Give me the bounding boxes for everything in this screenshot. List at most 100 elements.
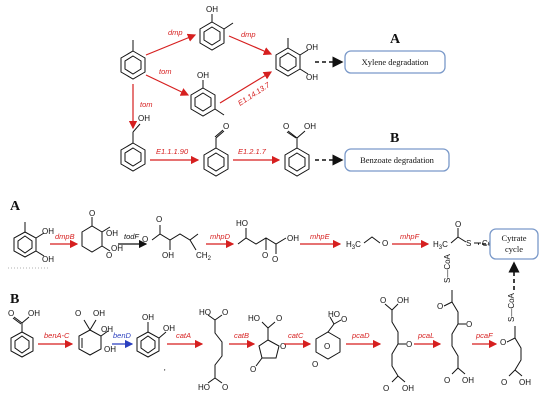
enzyme-dmpb: dmpB xyxy=(55,232,75,241)
benzaldehyde-structure: O xyxy=(203,122,229,177)
benzoate-box-label: Benzoate degradation xyxy=(360,155,435,165)
enzyme-bend: benD xyxy=(113,331,132,340)
o-label: O xyxy=(444,376,450,385)
enzyme-tom: tom xyxy=(140,100,153,109)
oh-label: OH xyxy=(111,244,123,253)
a-hydroxyoxopentanoate: HO O O OH xyxy=(236,219,299,264)
enzyme-cata: catA xyxy=(176,331,191,340)
section-label-b: B xyxy=(390,131,399,146)
xylene-box xyxy=(344,50,446,74)
xylene-box-label: Xylene degradation xyxy=(362,57,430,67)
b-cis-cis-muconate: HO O HO O xyxy=(198,308,228,392)
section-label-a: A xyxy=(10,199,21,214)
o-label: O xyxy=(500,338,506,347)
a-methylcatechol: OH OH xyxy=(8,222,54,269)
a-acetaldehyde: H3C O xyxy=(346,236,388,251)
enzyme-e1-1-1-90: E1.1.1.90 xyxy=(156,147,189,156)
a-hydroxypentadienoate: O O OH CH2 xyxy=(142,215,212,262)
o-label: O xyxy=(222,308,228,317)
ho-label: HO xyxy=(236,219,248,228)
oh-label: OH xyxy=(197,71,209,80)
ho-label: HO xyxy=(199,308,211,317)
enzyme-dmp: dmp xyxy=(168,28,183,37)
o-label: O xyxy=(8,309,14,318)
b-oxoadipyl-coa: S—CoA O O O OH xyxy=(437,253,474,385)
oh-label: OH xyxy=(306,43,318,52)
o-label: O xyxy=(262,251,268,260)
o-label: O xyxy=(250,365,256,374)
h3c-label: H3C xyxy=(346,240,361,251)
m-cresol-structure: OH xyxy=(190,71,225,117)
o-label: O xyxy=(223,122,229,131)
oh-label: OH xyxy=(142,313,154,322)
oh-label: OH xyxy=(162,251,174,260)
oh-label: OH xyxy=(104,345,116,354)
o-label: O xyxy=(222,383,228,392)
o-label: O xyxy=(283,122,289,131)
o-label: O xyxy=(406,340,412,349)
b-oxoadipate: O OH O O OH xyxy=(380,296,414,393)
oh-label: OH xyxy=(101,325,113,334)
enzyme-mhpf: mhpF xyxy=(400,232,420,241)
enzyme-pcad: pcaD xyxy=(351,331,370,340)
o-cresol-structure: OH xyxy=(199,5,234,51)
b-succinyl-coa: S—CoA O O OH xyxy=(500,292,531,387)
b-enol-lactone: HO O O O xyxy=(312,310,347,369)
o-label: O xyxy=(466,320,472,329)
b-muconolactone: HO O O O xyxy=(248,314,286,374)
b-catechol: OH OH ' xyxy=(136,313,175,377)
o-label: O xyxy=(106,251,112,260)
h3c-label: H3C xyxy=(433,240,448,251)
enzyme-tom: tom xyxy=(159,67,172,76)
arrow-dmp-2 xyxy=(228,35,273,56)
enzyme-catc: catC xyxy=(288,331,304,340)
enzyme-catb: catB xyxy=(234,331,249,340)
cytrate-box-label-line1: Cytrate xyxy=(501,233,526,243)
oh-label: OH xyxy=(206,5,218,14)
o-label: O xyxy=(341,315,347,324)
o-label: O xyxy=(156,215,162,224)
a-ring-fission-product: O OH O OH xyxy=(81,209,123,260)
oh-label: OH xyxy=(462,376,474,385)
section-label-a: A xyxy=(390,32,401,47)
enzyme-dmp: dmp xyxy=(241,30,256,39)
o-label: O xyxy=(272,255,278,264)
o-label: O xyxy=(276,314,282,323)
arrow-dmp-1 xyxy=(145,33,197,56)
oh-label: OH xyxy=(42,227,54,236)
oh-label: OH xyxy=(93,309,105,318)
ho-label: HO xyxy=(328,310,340,319)
benzoate-box xyxy=(344,148,450,172)
enzyme-pcaf: pcaF xyxy=(475,331,493,340)
s-coa-label: S—CoA xyxy=(507,292,516,322)
cytrate-box xyxy=(489,228,539,260)
enzyme-todf: todF xyxy=(124,232,139,241)
oh-label: OH xyxy=(287,234,299,243)
ho-label: HO xyxy=(248,314,260,323)
o-label: O xyxy=(142,235,148,244)
o-label: O xyxy=(312,360,318,369)
o-label: O xyxy=(501,378,507,387)
enzyme-mhpe: mhpE xyxy=(310,232,331,241)
oh-label: OH xyxy=(519,378,531,387)
s-label: S xyxy=(466,239,471,248)
oh-label: OH xyxy=(402,384,414,393)
s-coa-label: S—CoA xyxy=(443,253,452,283)
oh-label: OH xyxy=(28,309,40,318)
arrow-e1-14 xyxy=(219,71,273,104)
toluene-structure xyxy=(120,40,146,80)
oh-label: OH xyxy=(304,122,316,131)
cytrate-box-label-line2: cycle xyxy=(505,244,523,254)
o-label: O xyxy=(455,220,461,229)
oh-label: OH xyxy=(306,73,318,82)
oh-label: OH xyxy=(42,255,54,264)
b-dihydrodiol: O OH OH OH xyxy=(75,309,116,356)
o-label: O xyxy=(437,302,443,311)
oh-label: OH xyxy=(138,114,150,123)
enzyme-e1-14-13-7: E1.14.13.7 xyxy=(236,80,272,108)
section-label-b: B xyxy=(10,292,19,307)
benzyl-alcohol-structure: OH xyxy=(120,114,150,172)
oh-label: OH xyxy=(397,296,409,305)
